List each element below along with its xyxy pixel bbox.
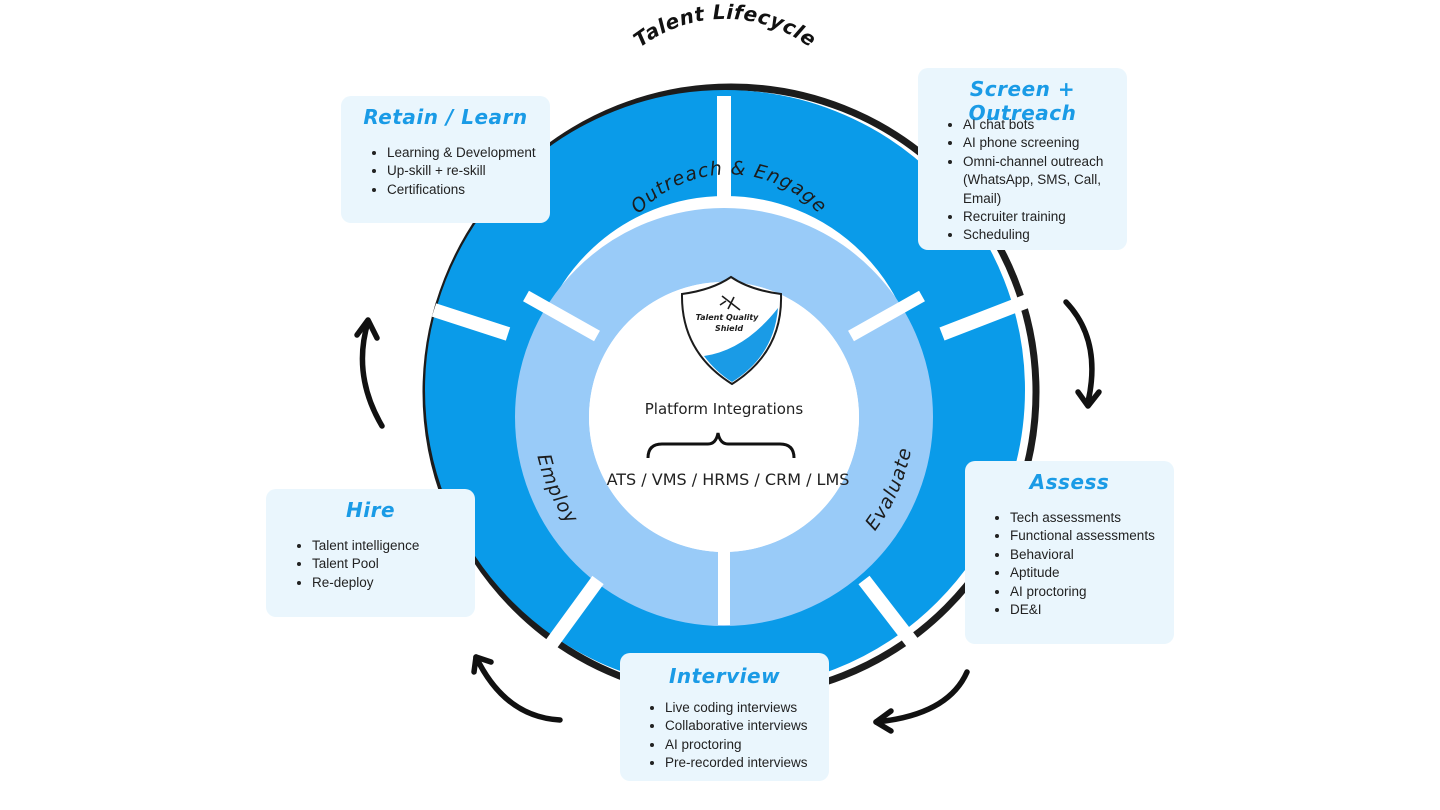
shield-text-line2: Shield [715,324,743,333]
list-item: Talent Pool [312,555,419,573]
inner-separator [523,290,600,342]
list-item: Functional assessments [1010,527,1155,545]
list-item: Tech assessments [1010,509,1155,527]
shield-icon: Talent Quality Shield [680,275,783,386]
list-item: Re-deploy [312,574,419,592]
card-assess-title: Assess [1029,470,1110,494]
arrow-retain-to-screen-icon [354,317,385,429]
platform-list: ATS / VMS / HRMS / CRM / LMS [607,470,850,489]
list-item: Collaborative interviews [665,717,808,735]
card-interview-title: Interview [668,664,781,688]
card-hire-list: Talent intelligence Talent Pool Re-deplo… [276,537,419,592]
list-item: Recruiter training [963,208,1127,226]
outer-separator [939,293,1033,341]
card-hire-title: Hire [345,498,396,522]
list-item: Learning & Development [387,144,536,162]
list-item: Behavioral [1010,546,1155,564]
card-assess-list: Tech assessments Functional assessments … [975,509,1155,619]
plane-icon [719,295,741,311]
card-interview: Interview Live coding interviews Collabo… [620,653,829,781]
arrow-interview-to-hire-icon [471,654,563,723]
card-retain-learn: Retain / Learn Learning & Development Up… [341,96,550,223]
diagram-title: Talent Lifecycle [629,0,821,52]
list-item: DE&I [1010,601,1155,619]
list-item: AI proctoring [665,736,808,754]
center-disc [589,282,859,552]
inner-separator [848,290,925,342]
arrow-assess-to-interview-icon [873,669,970,734]
diagram-title-text: Talent Lifecycle [629,0,821,52]
list-item: Omni-channel outreach (WhatsApp, SMS, Ca… [963,153,1127,208]
list-item: Aptitude [1010,564,1155,582]
outer-separator [431,303,511,341]
list-item: Talent intelligence [312,537,419,555]
list-item: Certifications [387,181,536,199]
list-item: Live coding interviews [665,699,808,717]
platform-title: Platform Integrations [645,400,804,418]
card-retain-list: Learning & Development Up-skill + re-ski… [351,144,536,199]
outer-separator [858,575,924,655]
arrow-screen-to-assess-icon [1063,299,1102,409]
card-retain-title: Retain / Learn [363,105,528,129]
card-screen-list: AI chat bots AI phone screening Omni-cha… [928,116,1127,245]
card-screen-outreach: Screen + Outreach AI chat bots AI phone … [918,68,1127,250]
list-item: Pre-recorded interviews [665,754,808,772]
outer-separator [541,575,604,655]
curly-brace-icon [646,432,796,459]
list-item: Up-skill + re-skill [387,162,536,180]
shield-text-line1: Talent Quality [696,313,760,322]
list-item: AI proctoring [1010,583,1155,601]
list-item: AI chat bots [963,116,1127,134]
list-item: AI phone screening [963,134,1127,152]
card-assess: Assess Tech assessments Functional asses… [965,461,1174,644]
card-screen-title: Screen + Outreach [968,77,1077,125]
card-hire: Hire Talent intelligence Talent Pool Re-… [266,489,475,617]
list-item: Scheduling [963,226,1127,244]
card-interview-list: Live coding interviews Collaborative int… [630,699,808,773]
